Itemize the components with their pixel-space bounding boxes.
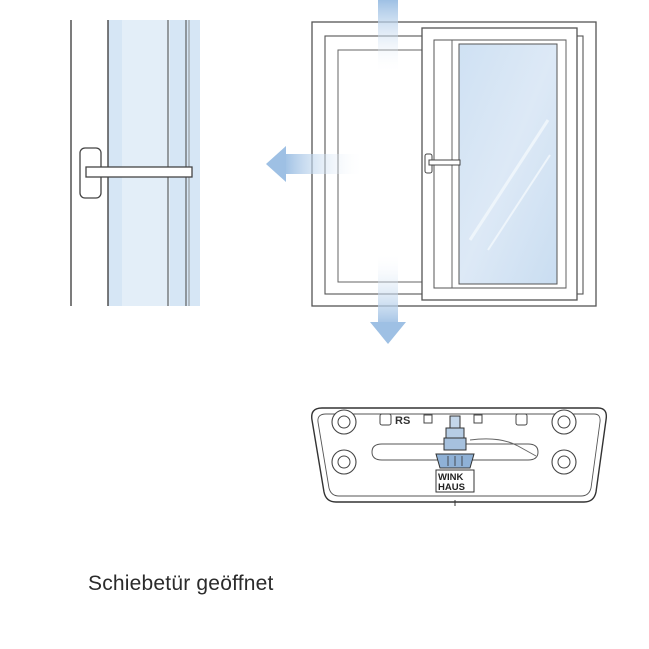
arrow-left-icon bbox=[266, 146, 364, 182]
screw-hole-bottom-left bbox=[331, 449, 357, 475]
marker-square-far-right bbox=[515, 413, 528, 426]
section-glass-light bbox=[122, 20, 170, 306]
marker-square-mid bbox=[423, 414, 433, 424]
spindle-gear bbox=[435, 415, 475, 469]
plate-slot bbox=[371, 443, 539, 461]
sliding-sash-glass bbox=[458, 43, 558, 285]
glass-reflection-2 bbox=[487, 154, 551, 251]
screw-hole-bottom-right bbox=[551, 449, 577, 475]
arrow-down-icon bbox=[370, 252, 406, 344]
handle-lever bbox=[85, 166, 193, 178]
plate-curve-channel bbox=[469, 438, 537, 457]
arrow-up-icon bbox=[378, 0, 398, 74]
screw-hole-top-right bbox=[551, 409, 577, 435]
brand-line-2: HAUS bbox=[438, 482, 465, 493]
door-section-view bbox=[70, 20, 200, 306]
screw-hole-top-left bbox=[331, 409, 357, 435]
marker-square-left bbox=[379, 413, 392, 426]
gear-mechanism-plate: RS WINK HAUS bbox=[311, 407, 608, 506]
brand-block bbox=[435, 469, 475, 493]
glass-reflection-1 bbox=[468, 119, 550, 241]
brand-line-1: WINK bbox=[438, 472, 463, 483]
plate-inner-outline bbox=[317, 413, 601, 497]
rs-label: RS bbox=[395, 415, 410, 427]
sash-handle-lever bbox=[428, 159, 461, 166]
window-front-view bbox=[311, 21, 597, 307]
caption-text: Schiebetür geöffnet bbox=[88, 572, 274, 595]
marker-square-right bbox=[473, 414, 483, 424]
